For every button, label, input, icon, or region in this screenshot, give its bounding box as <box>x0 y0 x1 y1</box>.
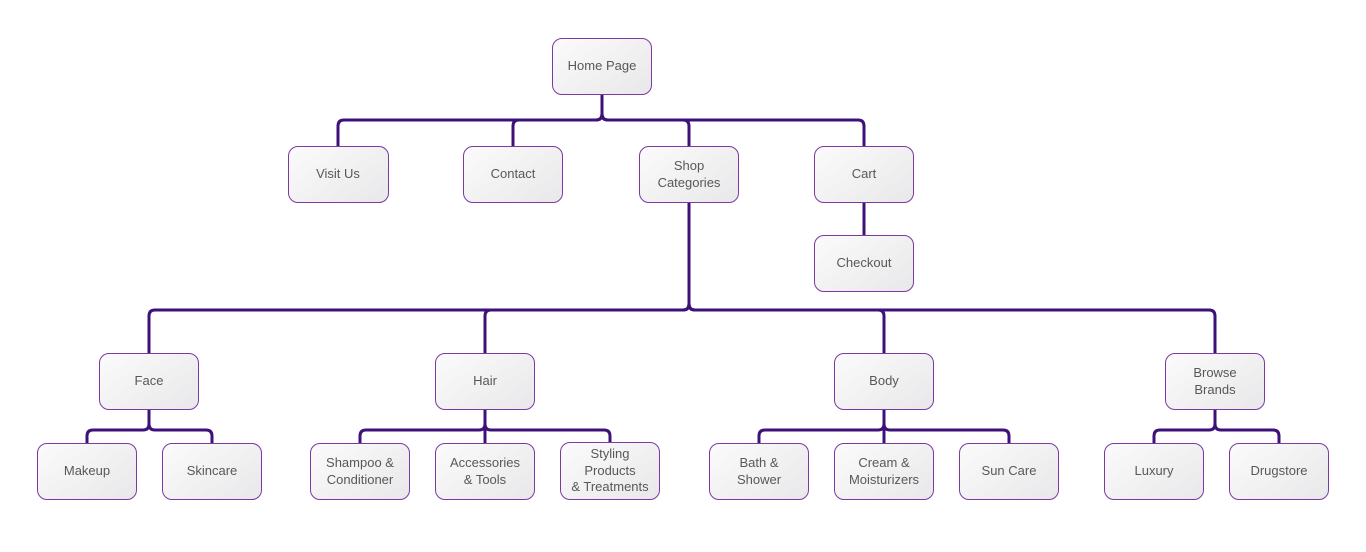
node-makeup[interactable]: Makeup <box>37 443 137 500</box>
node-label: Checkout <box>836 255 892 271</box>
node-label: Luxury <box>1134 463 1174 479</box>
node-styling-products[interactable]: Styling Products & Treatments <box>560 442 660 500</box>
node-home-page[interactable]: Home Page <box>552 38 652 95</box>
node-label: Face <box>134 373 164 389</box>
connector-face-to-skincare <box>147 410 214 443</box>
connector-body-to-sun-care <box>882 410 1011 443</box>
node-body[interactable]: Body <box>834 353 934 410</box>
connector-browse-brands-to-drugstore <box>1213 410 1281 443</box>
node-label: Home Page <box>567 58 637 74</box>
node-shop-categories[interactable]: Shop Categories <box>639 146 739 203</box>
node-label: Skincare <box>186 463 238 479</box>
node-cart[interactable]: Cart <box>814 146 914 203</box>
node-label: Drugstore <box>1250 463 1308 479</box>
node-browse-brands[interactable]: Browse Brands <box>1165 353 1265 410</box>
node-accessories-tools[interactable]: Accessories & Tools <box>435 443 535 500</box>
node-label: Bath & Shower <box>736 454 782 487</box>
connector-shop-categories-to-browse-brands <box>687 203 1217 353</box>
node-label: Accessories & Tools <box>449 454 521 487</box>
connector-home-page-to-cart <box>600 95 866 146</box>
node-skincare[interactable]: Skincare <box>162 443 262 500</box>
connector-hair-to-shampoo-conditioner <box>358 410 487 443</box>
node-contact[interactable]: Contact <box>463 146 563 203</box>
node-label: Shop Categories <box>657 157 721 190</box>
connector-home-page-to-visit-us <box>336 95 604 146</box>
connector-home-page-to-contact <box>511 95 604 146</box>
connector-hair-to-styling-products <box>483 410 612 442</box>
node-drugstore[interactable]: Drugstore <box>1229 443 1329 500</box>
node-label: Body <box>869 373 899 389</box>
connector-shop-categories-to-face <box>147 203 691 353</box>
node-label: Makeup <box>63 463 111 479</box>
node-checkout[interactable]: Checkout <box>814 235 914 292</box>
node-label: Visit Us <box>316 166 360 182</box>
node-label: Hair <box>473 373 497 389</box>
connector-home-page-to-shop-categories <box>600 95 691 146</box>
connector-browse-brands-to-luxury <box>1152 410 1217 443</box>
node-label: Styling Products & Treatments <box>571 446 649 495</box>
node-sun-care[interactable]: Sun Care <box>959 443 1059 500</box>
node-face[interactable]: Face <box>99 353 199 410</box>
node-cream-moisturizers[interactable]: Cream & Moisturizers <box>834 443 934 500</box>
connector-face-to-makeup <box>85 410 151 443</box>
node-label: Sun Care <box>981 463 1037 479</box>
node-label: Contact <box>490 166 536 182</box>
connector-shop-categories-to-hair <box>483 203 691 353</box>
node-bath-shower[interactable]: Bath & Shower <box>709 443 809 500</box>
connector-body-to-bath-shower <box>757 410 886 443</box>
node-label: Cream & Moisturizers <box>848 454 920 487</box>
node-label: Browse Brands <box>1193 364 1237 397</box>
node-shampoo-conditioner[interactable]: Shampoo & Conditioner <box>310 443 410 500</box>
node-hair[interactable]: Hair <box>435 353 535 410</box>
node-luxury[interactable]: Luxury <box>1104 443 1204 500</box>
node-label: Shampoo & Conditioner <box>326 454 394 487</box>
node-visit-us[interactable]: Visit Us <box>287 146 389 203</box>
node-label: Cart <box>851 166 877 182</box>
